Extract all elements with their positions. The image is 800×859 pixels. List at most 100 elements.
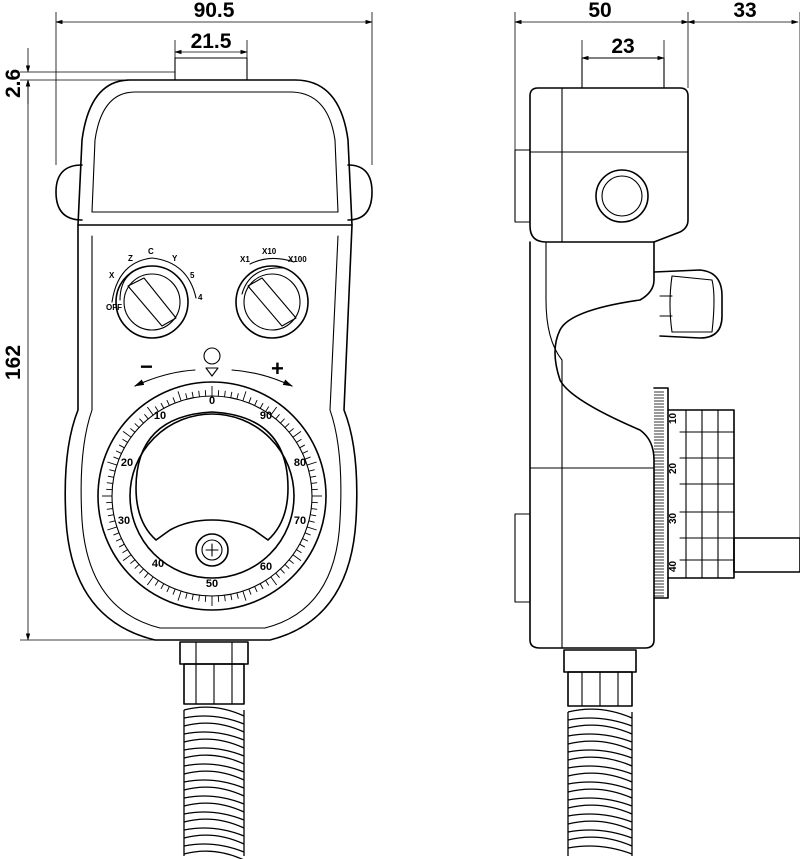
wheel-tick [254, 399, 258, 406]
wheel-tick [109, 469, 116, 472]
wheel-tick [115, 450, 122, 454]
wheel-tick [280, 418, 285, 424]
wheel-tick [134, 564, 140, 569]
wheel-tick [302, 538, 309, 542]
axis-label-off: OFF [106, 303, 122, 312]
side-wheel-handle [733, 537, 800, 573]
wheel-tick [284, 564, 290, 569]
wheel-tick [265, 406, 270, 412]
wheel-tick [166, 399, 170, 406]
scale-label-60: 60 [260, 561, 272, 573]
side-cable-nut [563, 649, 637, 673]
wheel-tick [154, 406, 159, 412]
spring-edges [567, 712, 633, 856]
front-body-inner [80, 235, 342, 629]
spring-coils [183, 706, 245, 859]
front-top-guard-outer [77, 79, 353, 226]
wheel-recess [135, 411, 289, 541]
wheel-tick [177, 590, 182, 601]
scale-label-40: 40 [152, 558, 164, 570]
step-selector-knob [235, 265, 309, 339]
wheel-tick [304, 532, 311, 536]
wheel-tick [310, 514, 317, 517]
wheel-tick [107, 461, 118, 466]
zero-indicator-triangle [205, 367, 219, 377]
side-view: 10 20 30 40 [514, 57, 800, 856]
wheel-tick [139, 418, 144, 424]
wheel-tick [107, 475, 114, 478]
wheel-screw-outer [195, 533, 229, 567]
side-body-outline [529, 241, 655, 649]
wheel-tick [288, 428, 294, 433]
wheel-tick [311, 482, 318, 484]
zero-indicator-circle [203, 347, 221, 365]
wheel-tick [130, 428, 136, 433]
wheel-tick [185, 592, 188, 599]
wheel-tick [122, 549, 128, 554]
side-wheel-rim [653, 387, 669, 599]
wheel-tick [259, 402, 264, 409]
wheel-tick [296, 438, 302, 443]
wheel-tick [254, 586, 258, 593]
minus-arrow [134, 369, 196, 387]
wheel-tick [144, 572, 149, 578]
front-wheel-scale-labels: 0 10 20 30 40 50 60 70 80 90 [118, 395, 306, 590]
front-view: OFF X Z C Y 5 4 X1 X10 X100 − + 0 [55, 57, 373, 859]
side-wheel-ticks [654, 391, 664, 597]
axis-label-c: C [148, 247, 154, 256]
spring-edges [183, 710, 245, 856]
wheel-tick [224, 595, 226, 602]
wheel-tick [146, 406, 154, 416]
wheel-tick [230, 594, 233, 601]
wheel-tick [113, 532, 120, 536]
wheel-tick [144, 414, 149, 420]
axis-selector-scale [111, 257, 197, 303]
side-top-tab [581, 57, 665, 89]
wheel-tick [109, 520, 116, 523]
wheel-tick [106, 508, 113, 510]
side-scale-30: 30 [668, 512, 679, 524]
wheel-tick [113, 456, 120, 460]
scale-label-0: 0 [209, 395, 215, 407]
wheel-tick [284, 423, 290, 428]
wheel-tick [122, 554, 132, 562]
side-lower-ear [514, 513, 531, 603]
axis-label-5: 5 [190, 271, 195, 280]
step-label-x10: X10 [262, 247, 277, 256]
dim-side-knob-extent-label: 33 [733, 0, 756, 22]
step-label-x100: X100 [288, 255, 307, 264]
scale-label-90: 90 [260, 410, 272, 422]
dim-front-top-offset-label: 2.6 [2, 69, 25, 98]
wheel-tick [292, 554, 302, 562]
wheel-tick [280, 568, 285, 574]
front-cable-nut [179, 641, 249, 665]
wheel-tick [224, 390, 226, 397]
side-cable-spring [567, 708, 633, 856]
axis-label-y: Y [172, 254, 178, 263]
scale-label-80: 80 [294, 457, 306, 469]
side-top-section [529, 87, 689, 243]
side-scale-10: 10 [668, 412, 679, 424]
wheel-tick [259, 583, 264, 590]
step-label-x1: X1 [240, 255, 250, 264]
wheel-tick [107, 526, 118, 531]
wheel-tick [134, 423, 140, 428]
plus-sign: + [271, 356, 284, 381]
wheel-tick [172, 588, 176, 595]
wheel-tick [308, 520, 315, 523]
wheel-tick [288, 559, 294, 564]
wheel-tick [106, 482, 113, 484]
wheel-tick [248, 397, 252, 404]
front-body-outline [64, 224, 358, 641]
axis-selector-knob [115, 265, 189, 339]
wheel-tick [265, 580, 270, 586]
wheel-tick [122, 430, 132, 438]
dim-front-width-label: 90.5 [194, 0, 235, 22]
front-handwheel: 0 10 20 30 40 50 60 70 80 90 [97, 381, 327, 611]
wheel-tick [296, 549, 302, 554]
wheel-tick [242, 590, 247, 601]
wheel-screw [201, 539, 223, 561]
dim-front-top-width-label: 21.5 [191, 30, 232, 53]
